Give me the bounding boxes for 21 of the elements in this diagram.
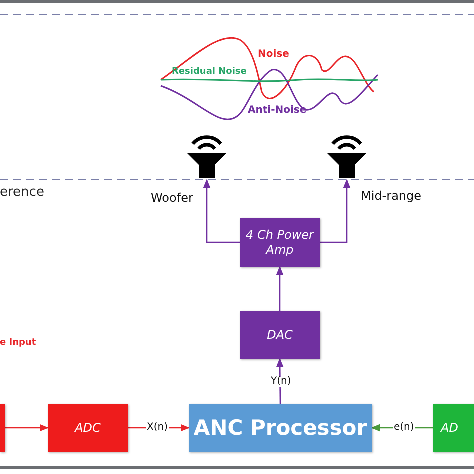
process-box: AD xyxy=(433,404,474,452)
arrow xyxy=(276,358,284,404)
process-box: 4 Ch Power Amp xyxy=(240,218,320,267)
edge-label: e(n) xyxy=(393,423,416,433)
text-label: e Input xyxy=(0,339,36,348)
edge-label: Woofer xyxy=(150,192,194,204)
arrow xyxy=(320,179,351,244)
wave-label: Anti-Noise xyxy=(248,106,307,116)
process-box: ADC xyxy=(48,404,128,452)
block xyxy=(0,404,5,452)
edge-label: X(n) xyxy=(146,423,169,433)
process-box: ANC Processor xyxy=(189,404,372,452)
arrow xyxy=(276,266,284,311)
wave-label: Residual Noise xyxy=(172,68,247,77)
edge-label: Mid-range xyxy=(360,190,423,202)
arrow xyxy=(203,179,240,244)
edge-label: Y(n) xyxy=(270,377,292,387)
text-label: erence xyxy=(0,186,44,199)
wave-label: Noise xyxy=(258,50,290,60)
arrow xyxy=(5,424,49,432)
process-box: DAC xyxy=(240,311,320,359)
